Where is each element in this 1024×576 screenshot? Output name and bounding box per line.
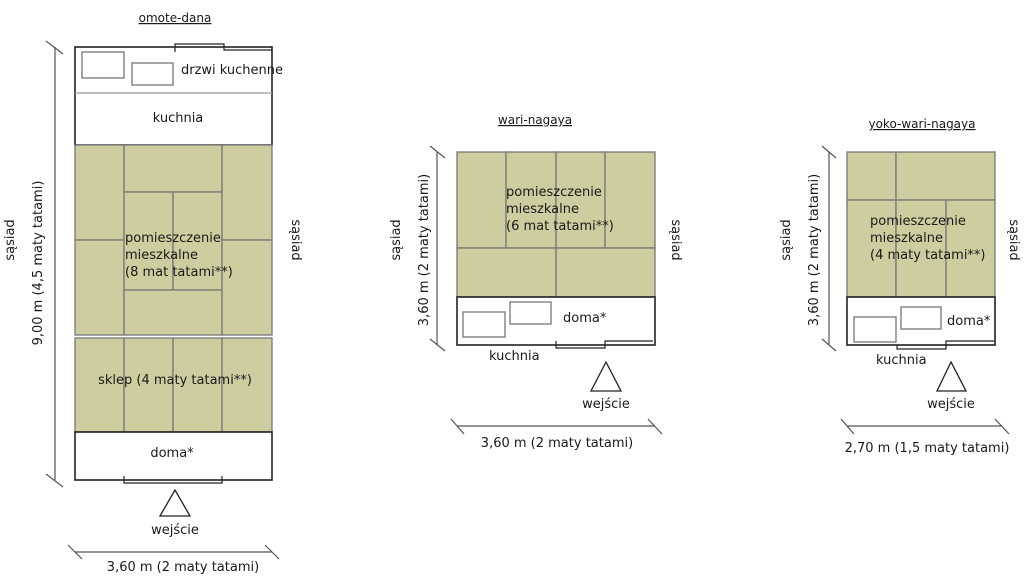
plan-title: wari-nagaya [498, 113, 572, 127]
counter-fixture [509, 301, 552, 325]
neighbor-left-label: sąsiad [779, 219, 794, 260]
height-dimension-label: 3,60 m (2 maty tatami) [807, 174, 822, 326]
plan-omote-dana: omote-dana drzwi kuchenne kuchnia pomies… [3, 11, 303, 575]
neighbor-left-label: sąsiad [389, 219, 404, 260]
living-room-label-3: (4 maty tatami**) [870, 248, 986, 263]
width-dimension-line [840, 418, 1010, 435]
plan-title: omote-dana [139, 11, 212, 25]
entrance-label: wejście [151, 523, 199, 538]
living-room-label-2: mieszkalne [125, 248, 198, 263]
kitchen-label: kuchnia [153, 111, 204, 126]
doma-label: doma* [947, 314, 991, 329]
kitchen-door-symbol [174, 43, 272, 52]
height-dimension-label: 3,60 m (2 maty tatami) [417, 174, 432, 326]
neighbor-right-label: sąsiad [1006, 219, 1021, 260]
living-room-tatami [456, 151, 656, 298]
height-dimension-line [429, 145, 446, 352]
plan-wari-nagaya: wari-nagaya pomieszczenie mieszkalne (6 … [389, 113, 683, 451]
width-dimension-label: 3,60 m (2 maty tatami) [107, 560, 259, 575]
living-room-label-3: (6 mat tatami**) [506, 219, 614, 234]
stove-fixture [131, 62, 174, 86]
neighbor-right-label: sąsiad [288, 219, 303, 260]
entrance-arrow-icon [158, 488, 192, 517]
entrance-door-symbol [123, 476, 223, 484]
living-room-label-1: pomieszczenie [125, 231, 221, 246]
living-room-label-1: pomieszczenie [506, 185, 602, 200]
neighbor-left-label: sąsiad [3, 219, 18, 260]
plan-yoko-wari-nagaya: yoko-wari-nagaya pomieszczenie mieszkaln… [779, 117, 1021, 456]
entrance-label: wejście [927, 397, 975, 412]
shop-tatami [74, 337, 273, 433]
height-dimension-label: 9,00 m (4,5 maty tatami) [31, 181, 46, 346]
doma-area [74, 431, 273, 481]
stove-fixture [462, 311, 506, 338]
kitchen-label: kuchnia [489, 349, 540, 364]
height-dimension-line [821, 145, 837, 352]
doma-label: doma* [150, 446, 194, 461]
width-dimension-label: 3,60 m (2 maty tatami) [481, 436, 633, 451]
doma-label: doma* [563, 311, 607, 326]
entrance-arrow-icon [935, 360, 968, 392]
living-room-label-1: pomieszczenie [870, 214, 966, 229]
kitchen-door-label: drzwi kuchenne [181, 63, 283, 78]
living-room-label-2: mieszkalne [870, 231, 943, 246]
width-dimension-label: 2,70 m (1,5 maty tatami) [845, 441, 1010, 456]
entrance-door-symbol [555, 340, 653, 349]
width-dimension-line [67, 544, 280, 560]
living-room-tatami [74, 144, 273, 336]
plan-title: yoko-wari-nagaya [868, 117, 975, 131]
shop-label: sklep (4 maty tatami**) [98, 373, 252, 388]
width-dimension-line [450, 418, 663, 435]
counter-fixture [81, 51, 125, 79]
kitchen-label: kuchnia [876, 353, 927, 368]
neighbor-right-label: sąsiad [668, 219, 683, 260]
height-dimension-line [45, 40, 64, 488]
living-room-label-2: mieszkalne [506, 202, 579, 217]
living-room-label-3: (8 mat tatami**) [125, 265, 233, 280]
living-room-tatami [846, 151, 996, 298]
entrance-door-symbol [896, 340, 994, 350]
counter-fixture [900, 306, 942, 330]
entrance-arrow-icon [589, 360, 623, 392]
entrance-label: wejście [582, 397, 630, 412]
stove-fixture [853, 316, 897, 343]
